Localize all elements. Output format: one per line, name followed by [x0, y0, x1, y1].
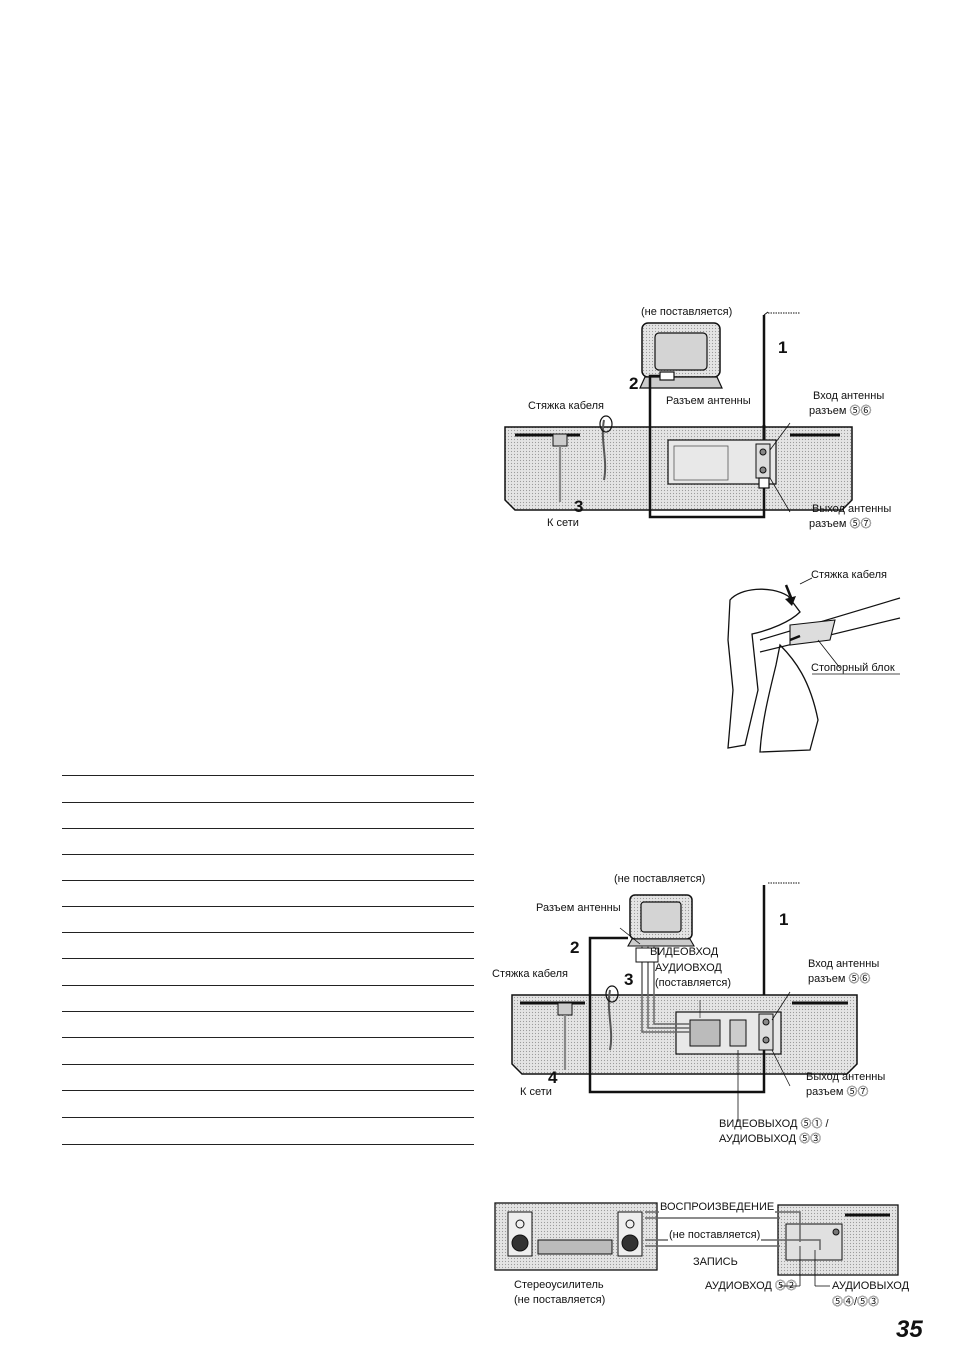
rule-line [62, 1117, 474, 1118]
page-number: 35 [896, 1316, 923, 1344]
vcr-rear-1 [505, 427, 852, 510]
fig3-video-out-label: ВИДЕОВЫХОД ⓹⓵ / [719, 1118, 829, 1131]
fig1-ant-out-jack: разъем ⓹⓻ [809, 518, 872, 531]
rule-line [62, 1037, 474, 1038]
fig3-to-mains: К сети [520, 1086, 552, 1099]
rule-line [62, 985, 474, 986]
fig1-antenna-jack-label: Разъем антенны [666, 395, 751, 408]
fig3-supplied-note: (поставляется) [655, 977, 731, 990]
fig2-cable-tie-label: Стяжка кабеля [811, 569, 887, 582]
fig3-ant-out-label: Выход антенны [806, 1071, 885, 1084]
fig1-to-mains: К сети [547, 517, 579, 530]
fig2-stopper-label: Стопорный блок [811, 662, 895, 675]
fig3-audio-in-label: АУДИОВХОД [655, 962, 722, 975]
fig4-amp-label: Стереоусилитель [514, 1279, 604, 1292]
tv-set-1 [640, 323, 722, 388]
fig3-cable-tie-label: Стяжка кабеля [492, 968, 568, 981]
fig3-step-3: 3 [624, 970, 633, 990]
fig4-record-label: ЗАПИСЬ [693, 1256, 738, 1269]
fig4-playback-label: ВОСПРОИЗВЕДЕНИЕ [659, 1201, 775, 1214]
fig3-tv-note: (не поставляется) [614, 873, 705, 886]
fig1-ant-in-label: Вход антенны [813, 390, 884, 403]
fig4-audio-out-jacks: ⓹⓸/⓹⓷ [832, 1296, 879, 1309]
fig3-ant-out-jack: разъем ⓹⓻ [806, 1086, 869, 1099]
rule-line [62, 854, 474, 855]
figure4-diagram [495, 1203, 898, 1286]
fig1-ant-in-jack: разъем ⓹⓺ [809, 405, 872, 418]
rule-line [62, 880, 474, 881]
antenna-2 [764, 883, 800, 1000]
fig1-step-2: 2 [629, 374, 638, 394]
rule-line [62, 1144, 474, 1145]
fig3-step-2: 2 [570, 938, 579, 958]
fig3-antenna-jack-label: Разъем антенны [536, 902, 621, 915]
rule-line [62, 1011, 474, 1012]
rule-line [62, 775, 474, 776]
fig1-cable-tie-label: Стяжка кабеля [528, 400, 604, 413]
rule-line [62, 958, 474, 959]
fig1-step-1: 1 [778, 338, 787, 358]
vcr-rear-2 [512, 995, 857, 1074]
rule-line [62, 1064, 474, 1065]
rule-line [62, 906, 474, 907]
figure1-diagram [505, 312, 852, 517]
rule-line [62, 828, 474, 829]
fig3-ant-in-label: Вход антенны [808, 958, 879, 971]
fig3-step-4: 4 [548, 1068, 557, 1088]
fig4-audio-in-label: АУДИОВХОД ⓹⓶ [705, 1280, 797, 1293]
rule-line [62, 802, 474, 803]
fig3-audio-out-label: АУДИОВЫХОД ⓹⓷ [719, 1133, 821, 1146]
fig3-ant-in-jack: разъем ⓹⓺ [808, 973, 871, 986]
fig3-video-in-label: ВИДЕОВХОД [650, 946, 718, 959]
fig4-amp-note: (не поставляется) [514, 1294, 605, 1307]
fig4-audio-out-label: АУДИОВЫХОД [832, 1280, 909, 1293]
fig3-step-1: 1 [779, 910, 788, 930]
fig1-ant-out-label: Выход антенны [812, 503, 891, 516]
rule-line [62, 1090, 474, 1091]
fig1-step-3: 3 [574, 497, 583, 517]
rule-line [62, 932, 474, 933]
antenna-1 [764, 312, 800, 425]
fig1-tv-note: (не поставляется) [641, 306, 732, 319]
tv-set-2 [628, 895, 694, 946]
fig4-not-supplied: (не поставляется) [668, 1229, 761, 1242]
